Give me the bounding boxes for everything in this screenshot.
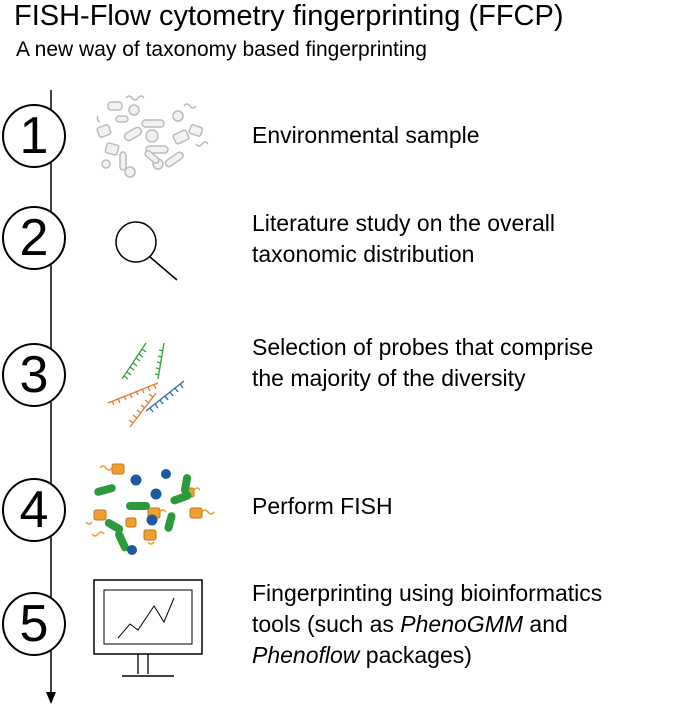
step-4-number: 4 [2,478,66,542]
step-5-line-3-part-b: packages) [359,642,472,668]
step-5-line-2: tools (such as PhenoGMM and [252,609,682,640]
step-5-text: Fingerprinting using bioinformatics tool… [252,578,682,671]
step-1-text: Environmental sample [252,120,682,151]
diagram-title: FISH-Flow cytometry fingerprinting (FFCP… [14,0,564,32]
phenogmm-name: PhenoGMM [400,611,524,637]
step-5-line-3: Phenoflow packages) [252,640,682,671]
fish-cells-icon [85,463,215,555]
step-2-line-2: taxonomic distribution [252,241,475,267]
probes-icon [107,342,185,428]
step-5-line-1: Fingerprinting using bioinformatics [252,580,603,606]
step-5-number: 5 [2,592,66,656]
step-2-number: 2 [2,206,66,270]
step-5-line-2-part-a: tools (such as [252,611,401,637]
step-3-line-2: the majority of the diversity [252,365,526,391]
step-3-text: Selection of probes that comprise the ma… [252,332,682,394]
step-1-number: 1 [2,104,66,168]
step-2-line-1: Literature study on the overall [252,210,556,236]
magnifier-icon [115,221,178,281]
step-5-line-2-part-c: and [523,611,568,637]
phenoflow-name: Phenoflow [252,642,360,668]
step-3-number: 3 [2,343,66,407]
diagram-subtitle: A new way of taxonomy based fingerprinti… [16,38,427,61]
cells-icon [96,95,209,178]
step-2-text: Literature study on the overall taxonomi… [252,208,682,270]
step-3-line-1: Selection of probes that comprise [252,334,594,360]
step-4-line-1: Perform FISH [252,493,393,519]
step-1-line-1: Environmental sample [252,122,480,148]
monitor-icon [93,579,203,677]
step-4-text: Perform FISH [252,491,682,522]
